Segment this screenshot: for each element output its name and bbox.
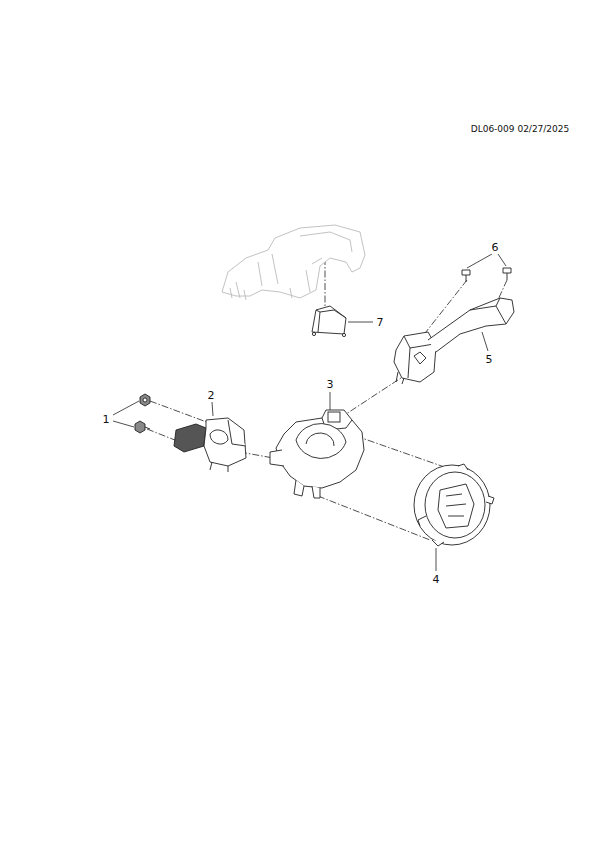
screws xyxy=(462,268,511,282)
callout-number: 1 xyxy=(102,413,111,426)
callout-number: 5 xyxy=(485,353,494,366)
assembly-lines xyxy=(147,258,507,540)
nuts xyxy=(135,394,150,433)
callout-number: 4 xyxy=(432,573,441,586)
callout-number: 3 xyxy=(326,378,335,391)
wiper-switch xyxy=(394,298,514,384)
column-cover xyxy=(222,225,365,300)
callout-number: 7 xyxy=(376,316,385,329)
callout-number: 6 xyxy=(491,241,500,254)
light-switch xyxy=(174,418,246,472)
switch-housing xyxy=(270,410,364,498)
trim-cover xyxy=(312,306,346,337)
clock-spring xyxy=(414,464,494,546)
callout-number: 2 xyxy=(207,389,216,402)
drawing-code: DL06-009 02/27/2025 xyxy=(470,124,571,135)
leader-lines xyxy=(113,254,506,571)
